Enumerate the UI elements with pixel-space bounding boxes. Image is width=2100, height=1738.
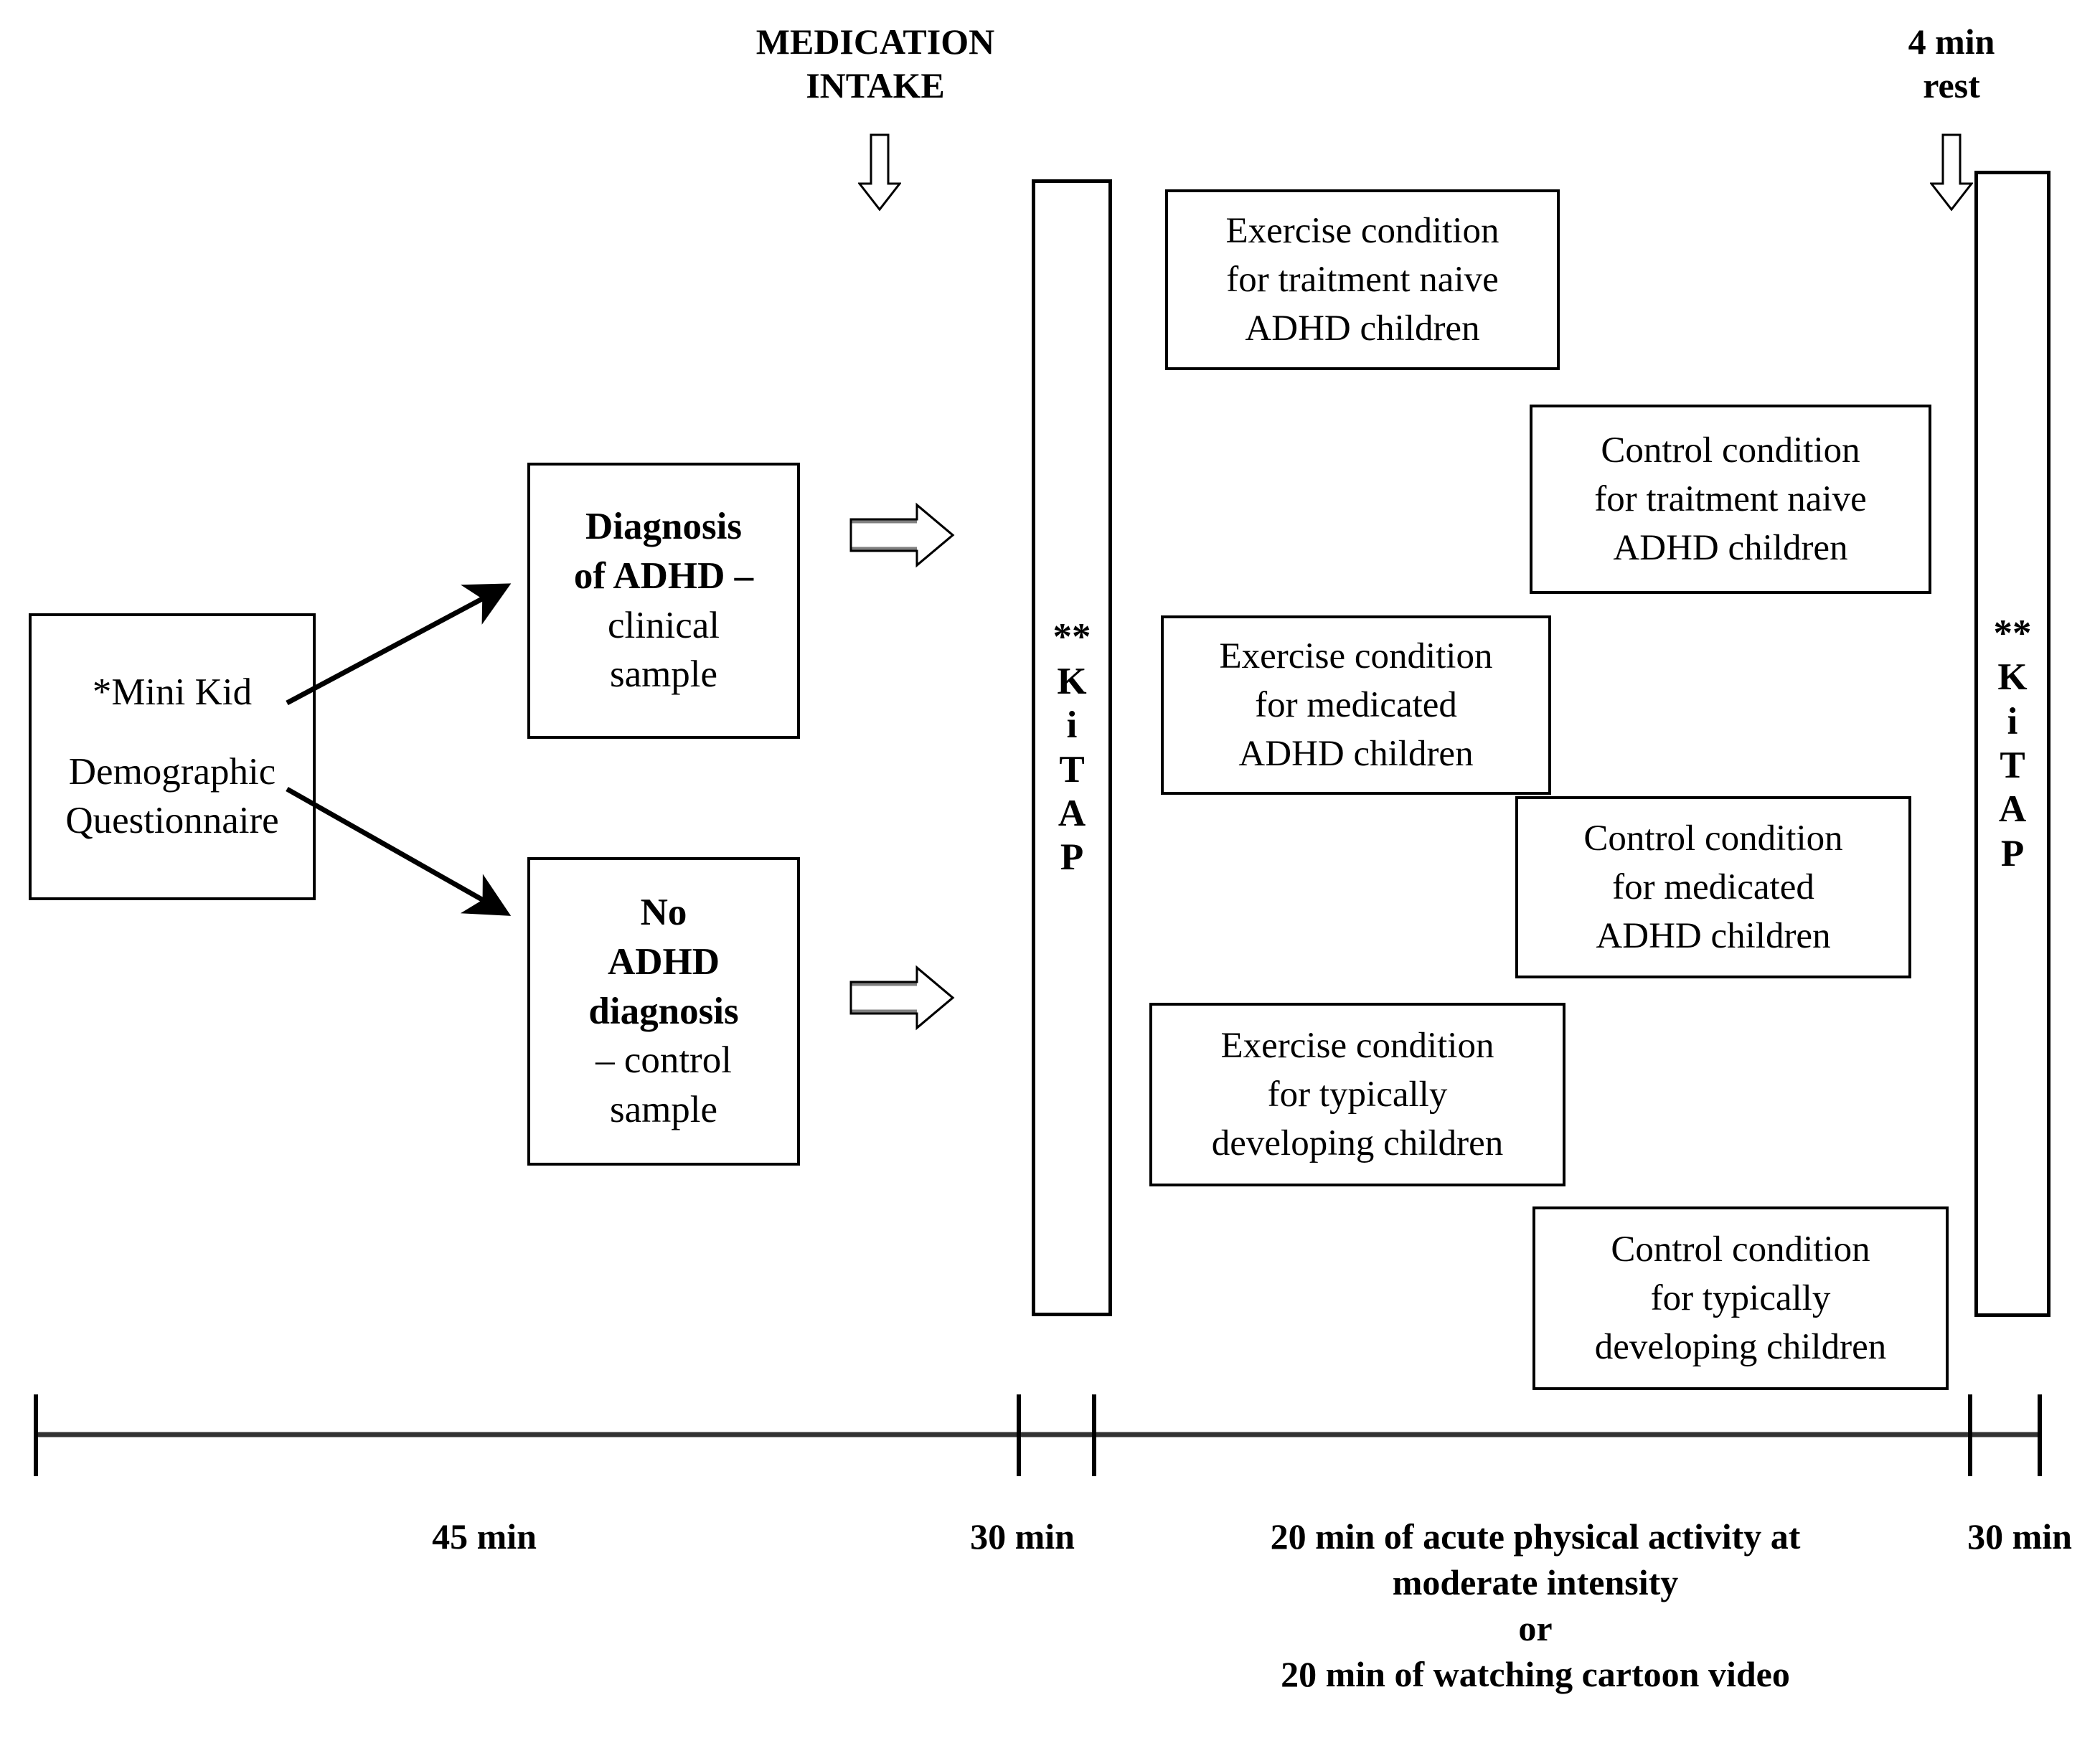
dx-reg-line1: clinical [608,604,720,646]
activity-line3-or: or [1518,1608,1553,1648]
arrow-right-no-diagnosis-icon [848,965,956,1031]
kitap-posttest-column: ** K i T A P [1974,171,2050,1317]
condition-box-control-medicated: Control condition for medicated ADHD chi… [1515,796,1911,978]
nodx-bold-line1: No [640,891,687,933]
kitap-pre-letter-t: T [1059,748,1085,790]
no-diagnosis-box: No ADHD diagnosis – control sample [527,857,800,1166]
kitap-post-stars: ** [1993,612,2032,654]
cond5-line3: developing children [1594,1327,1887,1368]
cond4-line2: for typically [1267,1074,1448,1115]
rest-label: 4 min rest [1865,20,2038,108]
condition-box-control-typically-developing: Control condition for typically developi… [1532,1206,1949,1390]
arrow-down-rest-icon [1929,133,1974,212]
timeline-axis [0,1363,2100,1506]
condition-box-exercise-medicated: Exercise condition for medicated ADHD ch… [1161,615,1551,795]
split-arrows [273,574,560,947]
entry-line3: Questionnaire [65,800,279,842]
medication-intake-label: MEDICATION INTAKE [725,20,1026,108]
entry-line2: Demographic [68,750,276,793]
timeline-label-45min: 45 min [432,1516,537,1557]
cond4-line3: developing children [1211,1123,1504,1164]
cond5-line1: Control condition [1611,1229,1870,1270]
dx-bold-line2: of ADHD – [573,554,754,597]
cond2-line1: Exercise condition [1219,636,1493,676]
kitap-pre-letter-a: A [1058,792,1086,834]
kitap-post-letter-t: T [2000,745,2025,786]
condition-box-control-traitment-naive: Control condition for traitment naive AD… [1530,405,1931,594]
activity-line2: moderate intensity [1392,1562,1679,1602]
kitap-post-letter-i: i [2007,700,2018,742]
kitap-pre-letter-k: K [1057,660,1087,702]
kitap-pre-stars: ** [1053,616,1091,658]
cond1-line3: ADHD children [1613,528,1848,569]
cond1-line2: for traitment naive [1594,478,1867,519]
cond0-line1: Exercise condition [1225,210,1499,251]
dx-reg-line2: sample [609,653,718,696]
cond4-line1: Exercise condition [1220,1025,1494,1066]
kitap-post-letter-p: P [2000,832,2025,874]
cond0-line3: ADHD children [1245,308,1480,349]
timeline-label-30min-pre: 30 min [970,1516,1075,1557]
diagnosis-adhd-box: Diagnosis of ADHD – clinical sample [527,463,800,739]
nodx-bold-line3: diagnosis [588,990,739,1032]
cond2-line3: ADHD children [1238,734,1474,775]
cond3-line3: ADHD children [1596,916,1831,957]
rest-line2: rest [1923,65,1980,105]
activity-line4: 20 min of watching cartoon video [1281,1654,1790,1694]
kitap-post-letter-k: K [1997,656,2028,699]
cond3-line1: Control condition [1583,818,1843,859]
kitap-pre-letter-p: P [1060,836,1084,879]
cond3-line2: for medicated [1612,866,1814,907]
entry-spacer [65,717,278,747]
cond0-line2: for traitment naive [1226,259,1499,300]
cond2-line2: for medicated [1255,684,1457,725]
cond5-line2: for typically [1650,1277,1831,1318]
condition-box-exercise-typically-developing: Exercise condition for typically develop… [1149,1003,1565,1186]
entry-assessment-box: *Mini Kid Demographic Questionnaire [29,613,316,900]
activity-line1: 20 min of acute physical activity at [1270,1516,1801,1557]
medication-intake-line1: MEDICATION [755,22,995,62]
timeline-label-30min-post: 30 min [1967,1516,2072,1557]
nodx-bold-line2: ADHD [607,940,720,983]
nodx-reg-line2: sample [609,1089,718,1131]
entry-line1: *Mini Kid [92,671,253,713]
nodx-reg-line1: – control [595,1039,732,1082]
medication-intake-line2: INTAKE [806,65,945,105]
kitap-pretest-column: ** K i T A P [1032,179,1112,1316]
cond1-line1: Control condition [1601,430,1860,471]
timeline-label-activity: 20 min of acute physical activity at mod… [1177,1513,1894,1697]
kitap-pre-letter-i: i [1066,704,1078,747]
rest-line1: 4 min [1908,22,1995,62]
kitap-post-letter-a: A [1998,788,2027,831]
dx-bold-line1: Diagnosis [585,505,742,547]
condition-box-exercise-traitment-naive: Exercise condition for traitment naive A… [1165,189,1560,370]
arrow-down-medication-icon [857,133,903,212]
arrow-right-diagnosis-icon [848,502,956,568]
